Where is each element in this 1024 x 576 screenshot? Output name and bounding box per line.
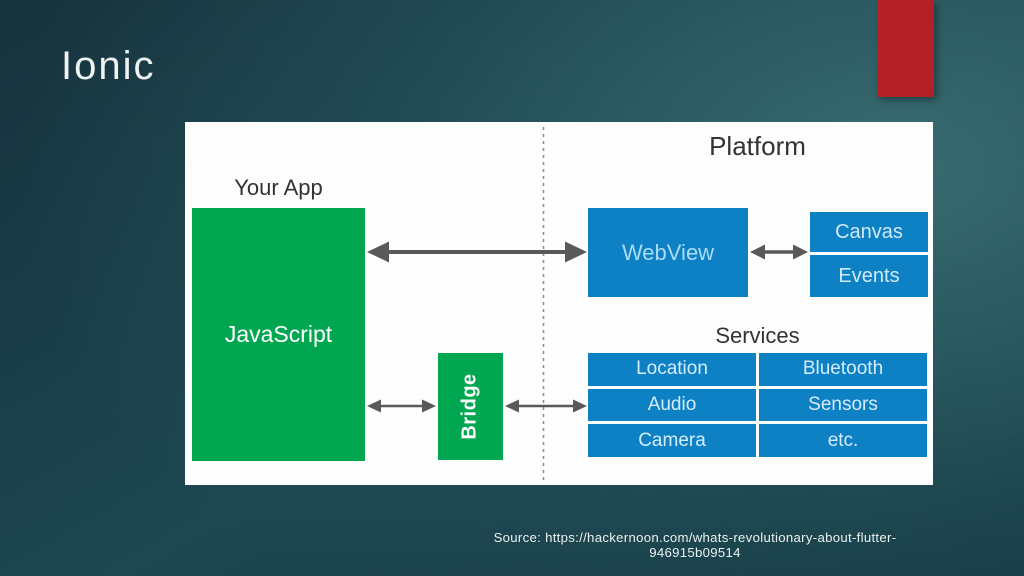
canvas-events-stack: Canvas Events [810,212,928,297]
arrow-javascript-webview [367,241,587,263]
service-cell-audio: Audio [588,388,756,422]
service-cell-camera: Camera [588,424,756,457]
canvas-box-label: Canvas [835,220,903,243]
red-accent-rectangle [877,0,934,97]
platform-label: Platform [709,131,806,161]
source-citation: Source: https://hackernoon.com/whats-rev… [493,530,897,560]
architecture-diagram-panel: Your App Platform Services JavaScript Br… [185,122,933,485]
canvas-box: Canvas [810,212,928,252]
webview-box: WebView [588,208,748,297]
services-label: Services [715,323,800,348]
javascript-box-label: JavaScript [224,321,333,347]
javascript-box: JavaScript [192,208,365,461]
arrow-webview-canvas [750,244,808,260]
webview-box-label: WebView [621,239,715,265]
service-cell-sensors: Sensors [759,388,927,422]
service-cell-location: Location [588,353,756,386]
service-cell-bluetooth: Bluetooth [759,353,927,386]
bridge-box: Bridge [438,353,503,460]
bridge-box-label: Bridge [459,373,481,440]
events-box-label: Events [838,264,900,287]
slide-title: Ionic [61,44,156,88]
events-box: Events [810,255,928,297]
your-app-label: Your App [234,175,323,200]
service-cell-etc: etc. [759,424,927,457]
arrow-bridge-services [505,399,587,413]
arrow-javascript-bridge [367,399,436,413]
services-grid: Location Bluetooth Audio Sensors Camera … [588,353,927,457]
